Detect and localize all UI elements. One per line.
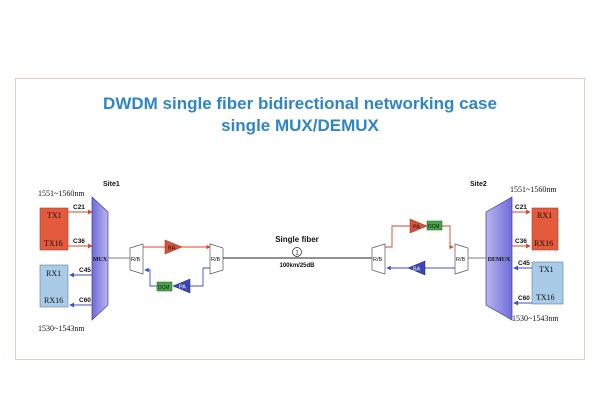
site1-range-bottom: 1530~1543nm [38, 324, 85, 333]
site1-ba-amp [164, 239, 183, 255]
fiber-spec: 100km/25dB [279, 263, 315, 269]
site2-label: Site2 [470, 181, 487, 188]
site1-rx-block [39, 264, 69, 308]
site1-mux-label: MUX [93, 257, 108, 263]
site1-dcm-label: DCM [158, 285, 169, 291]
site1-dcm-out-path [144, 267, 157, 287]
site1-rb-right-label: R/B [211, 257, 221, 263]
site2-ch-c45: C45 [518, 260, 530, 267]
site1-tx-bottom-label: TX16 [44, 239, 63, 248]
site2-rb-left-label: R/B [373, 257, 383, 263]
site1-ba-label: BA [168, 246, 176, 252]
site2-range-top: 1551~1560nm [510, 185, 557, 194]
site2-rx-block [531, 207, 559, 251]
site2-ch-c36: C36 [515, 238, 527, 245]
site2-tx-bottom-label: TX16 [536, 293, 555, 302]
site2-ch-c21: C21 [515, 204, 527, 211]
site2-ch-c60: C60 [518, 295, 530, 302]
site1-ch-c45: C45 [79, 267, 91, 274]
site1-tx-block [39, 207, 69, 251]
site2-pa-label: PA [413, 225, 420, 231]
site2-tx-block [531, 261, 564, 305]
diagram-subtitle: single MUX/DEMUX [221, 116, 379, 135]
site2-ba-amp [407, 260, 426, 276]
site2-range-bottom: 1530~1543nm [512, 314, 559, 323]
site2-dcm-label: DCM [428, 224, 439, 230]
site2-pa-amp [409, 218, 428, 234]
site2-rx-bottom-label: RX16 [534, 239, 553, 248]
site2-dcm-out-path [442, 225, 454, 250]
site2-demux [485, 196, 513, 321]
site2-demux-label: DEMUX [488, 257, 511, 263]
site2-tx-top-label: TX1 [539, 265, 554, 274]
fiber-marker-circle [292, 247, 302, 257]
site2-rx-top-label: RX1 [537, 211, 552, 220]
fiber-marker: 1 [295, 251, 299, 257]
site2-dcm [426, 220, 443, 231]
site2-rb-right-label: R/B [456, 257, 466, 263]
site2-rb-right [454, 243, 469, 275]
site1-rb-left [129, 243, 144, 275]
site2-ba-label: BA [413, 267, 421, 273]
site1-rb-right [209, 243, 224, 275]
site2-rb-left [371, 243, 386, 275]
site1-dcm [156, 281, 173, 292]
site1-ch-c60: C60 [79, 297, 91, 304]
fiber-label: Single fiber [275, 235, 319, 244]
site1-range-top: 1551~1560nm [38, 189, 85, 198]
diagram-title: DWDM single fiber bidirectional networki… [103, 94, 497, 113]
site1-pa-in-path [190, 267, 210, 287]
site1-pa-label: PA [179, 285, 186, 291]
site1-label: Site1 [103, 181, 120, 188]
site1-rb-left-label: R/B [131, 257, 141, 263]
site1-tx-top-label: TX1 [47, 211, 62, 220]
site1-mux [91, 196, 109, 321]
site1-rx-bottom-label: RX16 [44, 296, 63, 305]
site2-pa-in-path [385, 225, 410, 248]
site1-ch-c36: C36 [73, 238, 85, 245]
site1-ch-c21: C21 [73, 204, 85, 211]
site1-pa-amp [172, 278, 191, 294]
site1-rx-top-label: RX1 [46, 269, 61, 278]
